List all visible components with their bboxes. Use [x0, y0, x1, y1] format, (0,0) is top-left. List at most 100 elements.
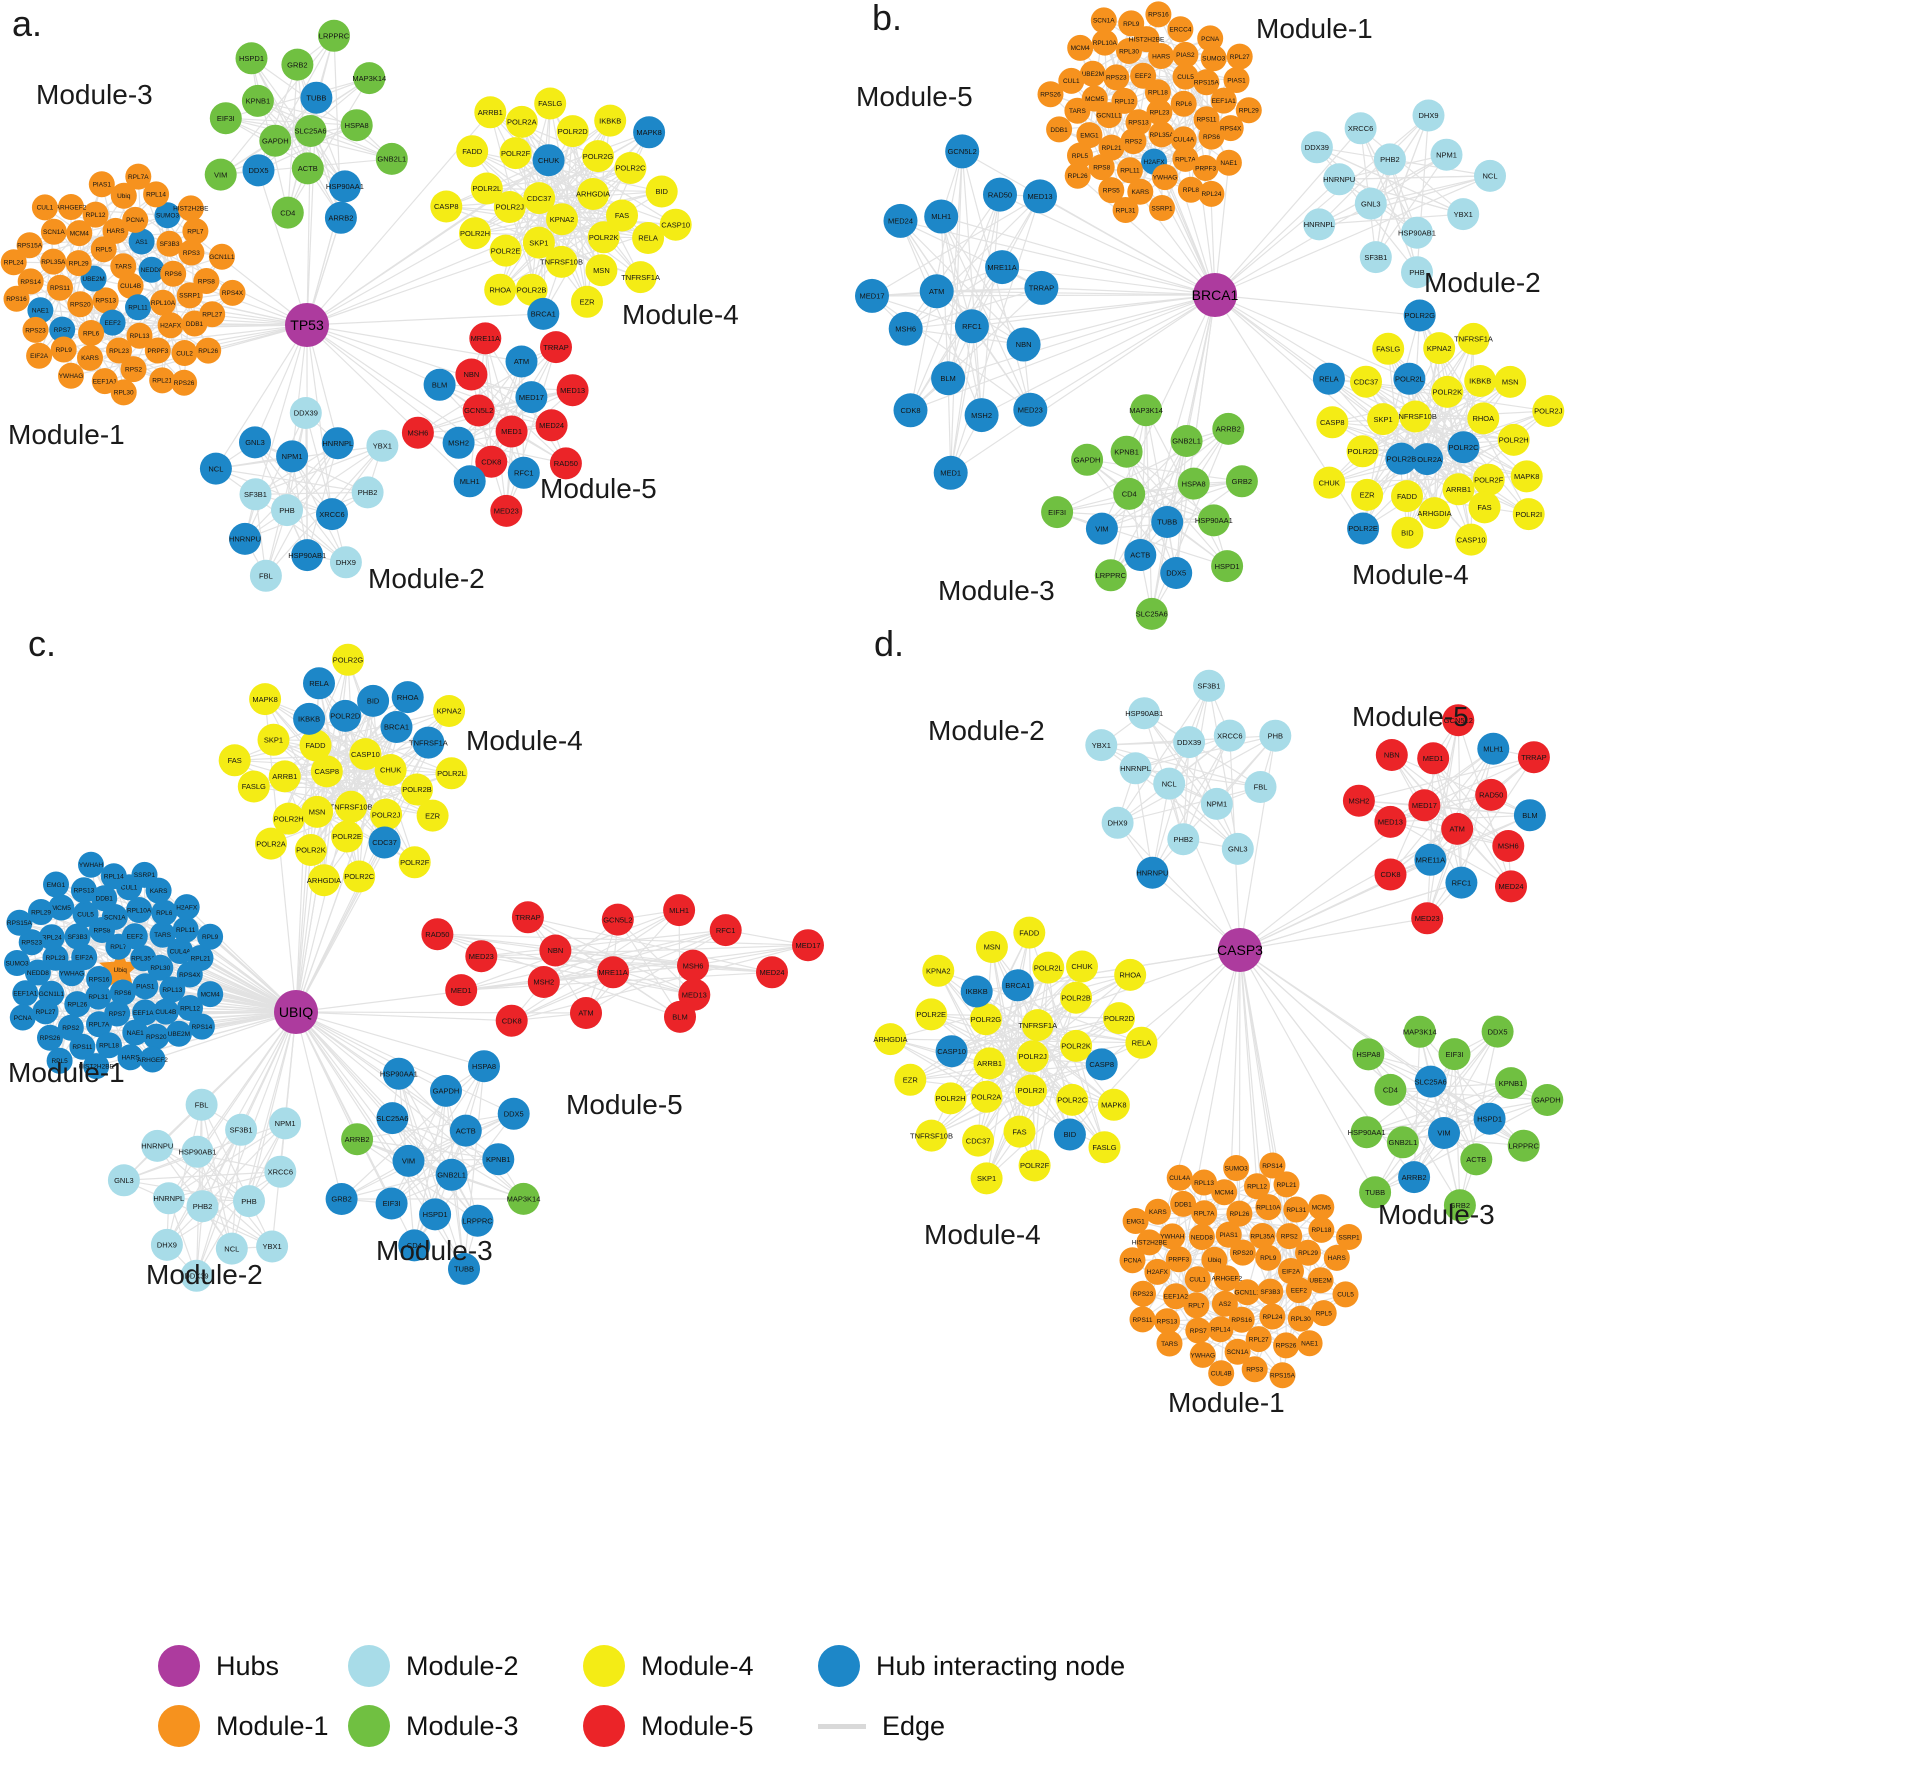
node-circle: [149, 921, 176, 948]
node-circle: [482, 1143, 515, 1176]
node-circle: [1032, 951, 1065, 984]
node-SSRP1: SSRP1: [131, 861, 158, 888]
node-circle: [1531, 1084, 1564, 1116]
hub-edge: [1214, 294, 1330, 380]
node-RPL6: RPL6: [1170, 90, 1197, 117]
hub-edge: [295, 1011, 485, 1067]
node-circle: [970, 1080, 1003, 1113]
edge: [1139, 440, 1188, 556]
edge: [1413, 1082, 1512, 1178]
node-FBL: FBL: [249, 559, 282, 592]
hub-edge: [295, 1011, 436, 1215]
node-circle: [585, 254, 618, 287]
edge: [940, 216, 1025, 345]
node-POLR2J: POLR2J: [370, 798, 403, 831]
node-circle: [375, 142, 408, 175]
edge: [1426, 458, 1527, 477]
node-circle: [1085, 512, 1118, 545]
hub-edge: [1117, 822, 1241, 951]
node-circle: [1323, 1244, 1350, 1271]
module-label-c-module-2: Module-2: [146, 1259, 263, 1290]
node-circle: [255, 827, 287, 860]
node-circle: [70, 877, 97, 904]
node-circle: [416, 799, 449, 832]
node-BID: BID: [1053, 1118, 1086, 1151]
node-circle: [523, 182, 556, 215]
node-circle: [894, 1063, 927, 1096]
edge: [39, 248, 105, 311]
node-circle: [188, 1013, 215, 1040]
node-YWHAH: YWHAH: [1159, 1223, 1186, 1250]
node-circle: [448, 1252, 480, 1285]
edge: [1366, 1118, 1490, 1133]
node-circle: [209, 102, 242, 135]
node-circle: [126, 322, 153, 349]
node-circle: [1447, 431, 1480, 464]
node-circle: [709, 914, 742, 947]
edge: [1117, 735, 1276, 824]
edge: [341, 1158, 499, 1200]
node-RFC1: RFC1: [954, 309, 989, 344]
node-LRPPRC: LRPPRC: [1094, 559, 1127, 592]
node-CHUK: CHUK: [374, 754, 407, 786]
node-RELA: RELA: [1312, 362, 1345, 395]
node-circle: [375, 1187, 408, 1220]
node-DHX9: DHX9: [150, 1228, 183, 1261]
hub-edge: [295, 1011, 409, 1162]
node-circle: [1423, 332, 1456, 365]
node-circle: [131, 861, 158, 888]
node-circle: [193, 268, 220, 294]
node-HNRNPL: HNRNPL: [1119, 752, 1152, 785]
node-circle: [1234, 1279, 1261, 1306]
hub-edge: [306, 214, 623, 326]
module-label-c-module-4: Module-4: [466, 725, 583, 756]
hub-edge: [295, 1011, 465, 1270]
node-circle: [985, 250, 1020, 285]
node-circle: [340, 109, 373, 142]
node-MED17: MED17: [515, 381, 548, 414]
node-circle: [1255, 1244, 1282, 1271]
node-circle: [1249, 1223, 1276, 1249]
node-HSPD1: HSPD1: [419, 1198, 452, 1231]
legend-item-module-5: Module-5: [583, 1705, 818, 1747]
node-circle: [341, 1123, 374, 1156]
node-circle: [91, 368, 118, 395]
node-GNL3: GNL3: [239, 426, 271, 459]
module-label-d-module-4: Module-4: [924, 1219, 1041, 1250]
node-circle: [1241, 1356, 1268, 1383]
node-circle: [1018, 1149, 1051, 1182]
edge: [1419, 315, 1484, 419]
node-circle: [499, 137, 532, 170]
node-FADD: FADD: [299, 729, 332, 762]
node-circle: [1344, 112, 1377, 145]
panel-label-c: c.: [28, 623, 56, 664]
node-TNFRSF1A: TNFRSF1A: [1454, 322, 1493, 355]
node-circle: [1207, 1316, 1234, 1343]
node-EZR: EZR: [571, 285, 603, 318]
hub-edge: [306, 324, 522, 363]
node-ARRB1: ARRB1: [268, 760, 301, 793]
hub-edge: [1214, 178, 1340, 296]
node-ATM: ATM: [505, 345, 538, 378]
edge: [585, 909, 680, 1014]
node-circle: [1414, 843, 1447, 876]
node-circle: [1367, 403, 1400, 436]
node-PRPF3: PRPF3: [1192, 155, 1219, 181]
node-MLH1: MLH1: [924, 199, 959, 234]
node-circle: [1090, 7, 1117, 34]
node-circle: [535, 409, 568, 442]
node-MED24: MED24: [883, 203, 918, 238]
hub-edge: [1168, 783, 1241, 951]
node-MSH2: MSH2: [964, 398, 999, 433]
node-RPL24: RPL24: [1259, 1303, 1286, 1330]
node-circle: [577, 178, 610, 210]
node-RPL9: RPL9: [1118, 10, 1145, 37]
node-POLR2E: POLR2E: [915, 998, 948, 1031]
node-RPL9: RPL9: [197, 923, 224, 950]
hub-edge: [306, 324, 532, 398]
node-circle: [132, 973, 159, 1000]
node-GNL3: GNL3: [107, 1164, 140, 1197]
edge: [1059, 121, 1139, 130]
node-XRCC6: XRCC6: [1213, 719, 1246, 752]
legend-item-module-2: Module-2: [348, 1645, 583, 1687]
